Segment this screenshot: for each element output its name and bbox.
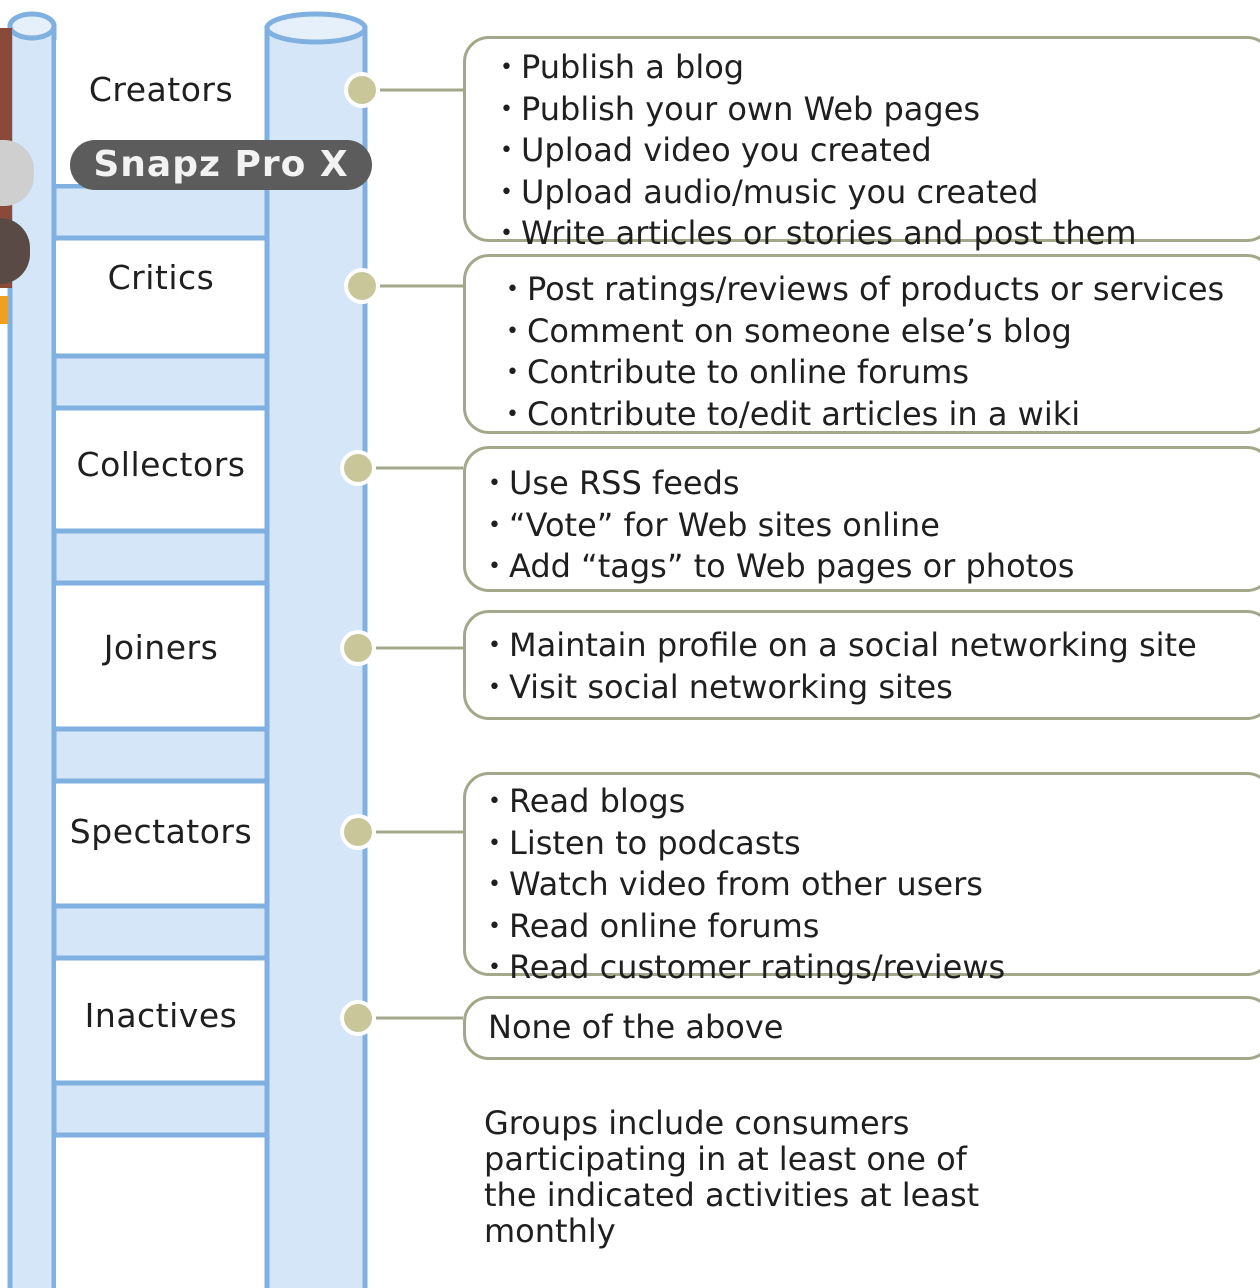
activity-item: None of the above bbox=[488, 1008, 784, 1046]
activity-item: Upload video you created bbox=[500, 132, 1248, 174]
activity-item: Use RSS feeds bbox=[488, 465, 1248, 507]
ladder-rung bbox=[25, 353, 291, 411]
rung-label-critics: Critics bbox=[107, 258, 215, 297]
activity-item: “Vote” for Web sites online bbox=[488, 506, 1248, 549]
connector-node bbox=[340, 630, 376, 666]
activity-item: Write articles or stories and post them bbox=[500, 215, 1248, 257]
activity-item: Contribute to/edit articles in a wiki bbox=[506, 395, 1248, 438]
activity-item: Publish a blog bbox=[500, 49, 1248, 91]
ladder-rung bbox=[25, 528, 291, 586]
ladder-rung bbox=[29, 183, 295, 241]
ladder-rung bbox=[25, 903, 291, 961]
activity-box-creators: Publish a blog Publish your own Web page… bbox=[463, 36, 1260, 251]
left-edge-artifact bbox=[0, 296, 8, 324]
activity-box-collectors: Use RSS feeds “Vote” for Web sites onlin… bbox=[463, 446, 1260, 592]
activity-item: Add “tags” to Web pages or photos bbox=[488, 548, 1248, 590]
snapz-pro-x-badge: Snapz Pro X bbox=[70, 140, 372, 190]
activity-box-inactives: None of the above bbox=[463, 996, 1260, 1060]
activity-item: Read customer ratings/reviews bbox=[488, 949, 1248, 991]
rung-label-joiners: Joiners bbox=[103, 628, 219, 667]
connector-node bbox=[344, 72, 380, 108]
activity-box-spectators: Read blogs Listen to podcasts Watch vide… bbox=[463, 772, 1260, 985]
connectors bbox=[340, 72, 463, 1036]
activity-item: Upload audio/music you created bbox=[500, 173, 1248, 216]
activity-item: Contribute to online forums bbox=[506, 354, 1248, 396]
activity-item: Post ratings/reviews of products or serv… bbox=[506, 271, 1248, 313]
footnote: Groups include consumers participating i… bbox=[484, 1104, 980, 1250]
activity-item: Visit social networking sites bbox=[488, 668, 1248, 711]
activity-item: Read online forums bbox=[488, 907, 1248, 950]
activity-item: Listen to podcasts bbox=[488, 824, 1248, 867]
connector-node bbox=[340, 814, 376, 850]
activity-item: Comment on someone else’s blog bbox=[506, 312, 1248, 355]
ladder-rung bbox=[25, 726, 291, 784]
activity-item: Read blogs bbox=[488, 783, 1248, 825]
connector-node bbox=[340, 1000, 376, 1036]
activity-box-joiners: Maintain profile on a social networking … bbox=[463, 610, 1260, 720]
activity-box-critics: Post ratings/reviews of products or serv… bbox=[463, 254, 1260, 434]
ladder-rung bbox=[25, 1080, 291, 1138]
activity-item: Maintain profile on a social networking … bbox=[488, 627, 1248, 669]
connector-node bbox=[340, 450, 376, 486]
activity-item: Publish your own Web pages bbox=[500, 90, 1248, 133]
rung-label-creators: Creators bbox=[88, 70, 234, 109]
ladder-left-rail bbox=[7, 11, 57, 1288]
rung-label-spectators: Spectators bbox=[69, 812, 253, 851]
activity-item: Watch video from other users bbox=[488, 866, 1248, 908]
rung-label-inactives: Inactives bbox=[84, 996, 238, 1035]
rung-label-collectors: Collectors bbox=[76, 445, 246, 484]
rung-panels bbox=[56, 40, 264, 1288]
connector-node bbox=[344, 268, 380, 304]
